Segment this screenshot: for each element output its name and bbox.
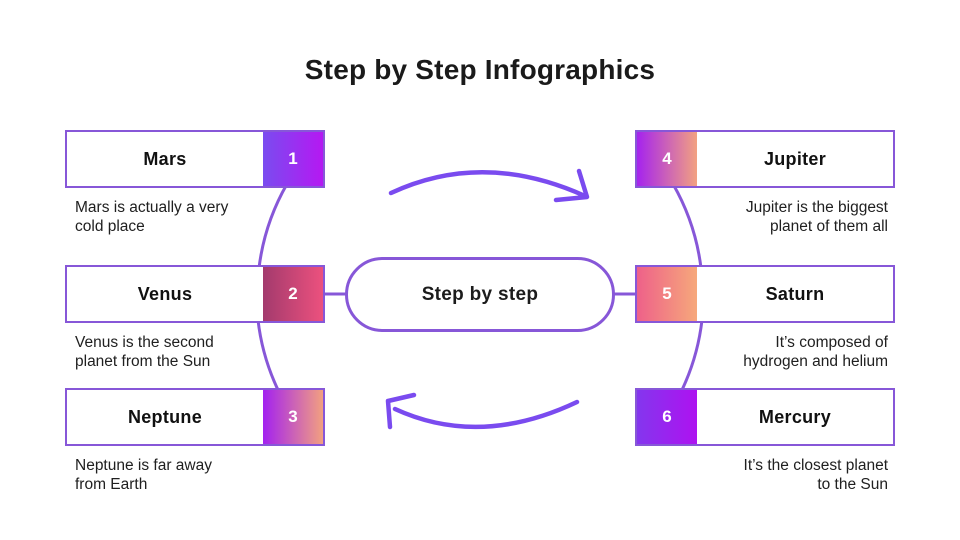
step-description: Mars is actually a very cold place [75,199,229,235]
step-item-jupiter: 4 Jupiter Jupiter is the biggest planet … [635,130,895,236]
step-number-badge: 1 [263,132,323,186]
step-box: Neptune 3 [65,388,325,446]
step-number-badge: 4 [637,132,697,186]
step-description: It’s composed of hydrogen and helium [743,334,888,370]
step-box: Venus 2 [65,265,325,323]
cycle-arrow-bottom-icon [385,392,580,430]
circle-arc-right-top [671,182,703,270]
center-label-capsule: Step by step [345,257,615,332]
circle-arc-right-bottom [679,318,704,394]
step-name: Mercury [758,406,832,427]
step-item-neptune: Neptune 3 Neptune is far away from Earth [65,388,325,494]
step-number-badge: 3 [263,390,323,444]
step-box: 5 Saturn [635,265,895,323]
step-name: Venus [137,283,193,304]
step-description: Neptune is far away from Earth [75,457,212,493]
step-name: Jupiter [763,148,827,169]
step-number-badge: 2 [263,267,323,321]
step-item-mercury: 6 Mercury It’s the closest planet to the… [635,388,895,494]
step-box: Mars 1 [65,130,325,188]
step-description: Venus is the second planet from the Sun [75,334,214,370]
step-number-badge: 5 [637,267,697,321]
step-item-saturn: 5 Saturn It’s composed of hydrogen and h… [635,265,895,371]
step-name: Neptune [127,406,203,427]
cycle-arrow-top-icon [388,168,590,203]
step-number-badge: 6 [637,390,697,444]
step-name: Saturn [765,283,825,304]
step-description: Jupiter is the biggest planet of them al… [745,199,888,235]
step-box: 4 Jupiter [635,130,895,188]
circle-arc-left-top [257,182,289,270]
step-item-mars: Mars 1 Mars is actually a very cold plac… [65,130,325,236]
step-description: It’s the closest planet to the Sun [743,457,888,493]
step-name: Mars [143,148,187,169]
circle-arc-left-bottom [256,318,281,394]
page-title: Step by Step Infographics [304,54,656,85]
step-item-venus: Venus 2 Venus is the second planet from … [65,265,325,371]
step-box: 6 Mercury [635,388,895,446]
